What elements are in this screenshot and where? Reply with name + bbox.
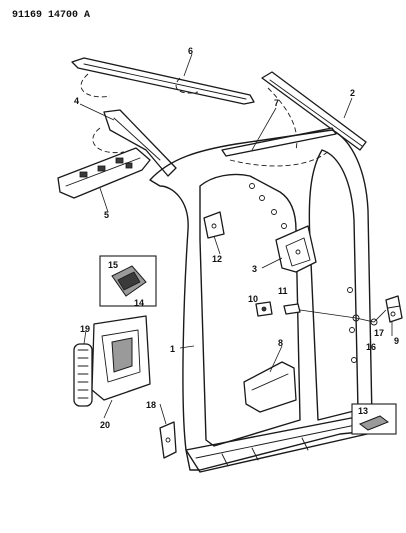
callout-15: 15 (108, 260, 118, 270)
part-1-body-side-aperture (149, 129, 377, 473)
callout-6: 6 (188, 46, 193, 56)
callout-1: 1 (170, 344, 175, 354)
part-3-pillar-reinforcement (275, 225, 317, 273)
inset-box-13 (351, 403, 397, 435)
part-5-cowl-panel (57, 147, 151, 199)
callout-12: 12 (212, 254, 222, 264)
inset-box-14-15 (99, 255, 157, 307)
callout-4: 4 (74, 96, 79, 106)
callout-7: 7 (274, 98, 279, 108)
part-10-latch-plate (255, 301, 273, 317)
part-11-clip (283, 303, 301, 315)
part-12-bracket (203, 211, 225, 239)
callout-19: 19 (80, 324, 90, 334)
part-16-17-grommets (299, 309, 387, 326)
part-8-sill-trim (243, 361, 297, 413)
part-18-lower-bracket (159, 421, 177, 459)
part-19-20-quarter-trim (73, 315, 151, 407)
part-7-drip-molding (221, 127, 337, 167)
part-2-side-rail (261, 71, 367, 151)
callout-5: 5 (104, 210, 109, 220)
callout-3: 3 (252, 264, 257, 274)
callout-18: 18 (146, 400, 156, 410)
callout-16: 16 (366, 342, 376, 352)
callout-13: 13 (358, 406, 368, 416)
diagram-reference-number: 91169 14700 A (12, 10, 90, 21)
callout-14: 14 (134, 298, 144, 308)
callout-17: 17 (374, 328, 384, 338)
callout-20: 20 (100, 420, 110, 430)
part-6-roof-rail (71, 57, 255, 105)
callout-leaders (79, 53, 393, 425)
part-4-pillar-bracket (92, 109, 177, 177)
part-9-hinge-bracket (385, 295, 403, 323)
callout-10: 10 (248, 294, 258, 304)
callout-2: 2 (350, 88, 355, 98)
callout-8: 8 (278, 338, 283, 348)
callout-9: 9 (394, 336, 399, 346)
callout-11: 11 (278, 286, 288, 296)
